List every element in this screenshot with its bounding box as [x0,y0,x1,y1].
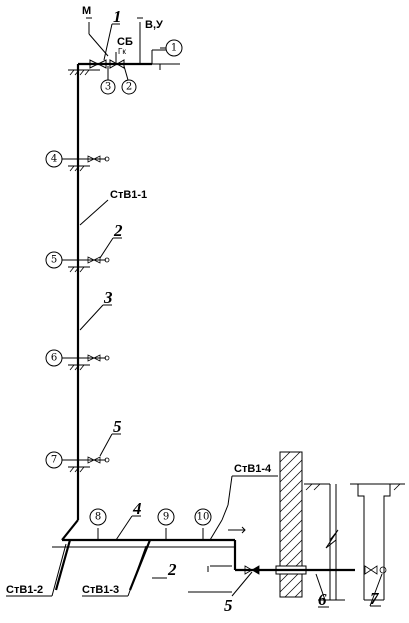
bubble-2-text: 2 [126,82,132,93]
label-sb: СБ [117,36,133,48]
position-4-leader [115,515,133,541]
position-6: 6 [318,590,327,609]
valve-icon [109,59,125,69]
position-7-leader [369,573,383,607]
position-2-upper: 2 [113,221,123,240]
position-2-upper-leader [99,237,114,259]
riser-bottom-diagonal [61,519,79,541]
floor-branch-6 [62,354,110,371]
bubble-8 [89,508,107,526]
position-6-leader [315,573,326,601]
bubble-3 [100,79,116,95]
bubble-2 [121,79,137,95]
riser-label-4: СтВ1-4 [234,463,272,475]
floor-hatch-top [69,69,90,76]
bubble-4-text: 4 [51,154,57,165]
position-4: 4 [132,499,142,518]
riser-label-main: СтВ1-1 [110,189,147,201]
position-5-upper-leader [99,433,113,457]
label-vu: В,У [145,19,163,31]
riser-label-main-leader [79,199,109,226]
bubble-9-text: 9 [163,512,169,523]
floor-branch-7 [62,456,110,473]
trench-section [304,483,405,601]
position-5-lower-leader [231,571,253,597]
position-3: 3 [103,288,113,307]
position-3-leader [79,304,104,331]
bubble-5 [45,251,63,269]
bubble-4 [45,150,63,168]
valve-icon [89,59,107,69]
position-2-lower: 2 [167,560,177,579]
bubble-10 [194,508,212,526]
bubble-1 [165,39,183,57]
label-sb-sub: Гк [118,47,126,56]
bubble-3-text: 3 [105,82,111,93]
bubble-8-text: 8 [95,512,101,523]
bubble-6-text: 6 [51,353,57,364]
bottom-distribution [52,504,387,593]
riser-label-2: СтВ1-2 [6,584,43,596]
bubble-5-text: 5 [51,255,57,266]
riser-label-3: СтВ1-3 [82,584,119,596]
top-assembly: М СБ Гк В,У 1 1 3 2 [68,5,183,95]
position-1: 1 [113,7,122,26]
bubble-7 [45,451,63,469]
position-5-upper: 5 [113,417,122,436]
bubble-6 [45,349,63,367]
position-1-leader [103,23,113,61]
label-m: М [82,5,91,17]
riser-2-pipe [54,539,72,591]
floor-branch-5 [62,256,110,273]
bubble-7-text: 7 [51,455,57,466]
bubble-10-text: 10 [197,512,210,523]
m-branch [88,33,109,57]
building-wall [275,451,307,598]
position-5-lower: 5 [224,596,233,615]
floor-branch-4 [62,155,110,172]
position-7: 7 [370,589,380,608]
bubble-9 [157,508,175,526]
bubble-1-text: 1 [171,43,177,54]
